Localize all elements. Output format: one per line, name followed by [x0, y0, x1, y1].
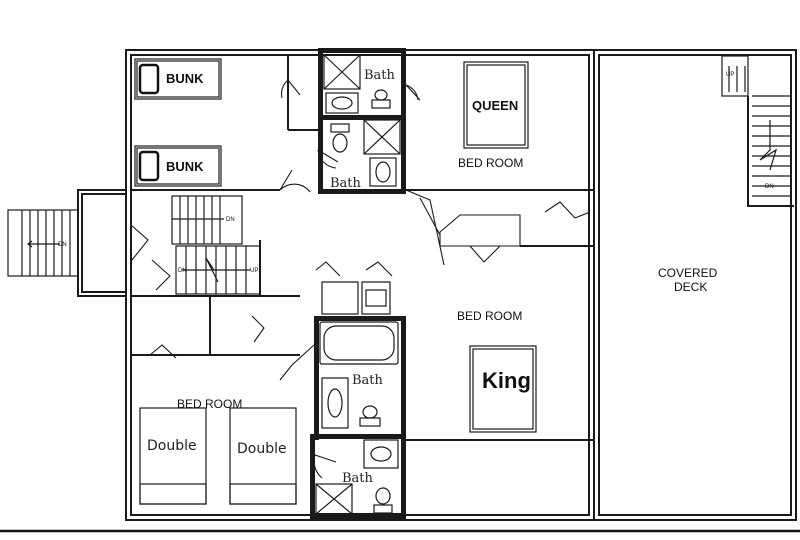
deck-stairs-dn-label: DN	[765, 184, 774, 190]
covered-deck-label-1: COVERED	[658, 266, 718, 280]
left-stairs-dn-label: DN	[58, 242, 67, 248]
queen-bedroom: QUEEN BED ROOM	[406, 61, 594, 191]
double-label-left: Double	[147, 438, 197, 454]
hall-lower-dn-label: DN	[178, 268, 187, 274]
king-label: King	[482, 368, 531, 393]
bottom-bath-block: Bath	[310, 434, 406, 520]
queen-label: QUEEN	[472, 98, 518, 113]
bunk-room	[131, 55, 318, 191]
bath-label-top-2: Bath	[330, 176, 362, 191]
bedroom-top-label: BED ROOM	[458, 156, 523, 170]
hall-lower-up-label: UP	[250, 268, 258, 274]
covered-deck-label-2: DECK	[674, 280, 707, 294]
bunk-label-bottom: BUNK	[166, 159, 204, 174]
middle-bath-block: Bath	[279, 261, 406, 440]
bath-label-top-1: Bath	[364, 68, 396, 83]
double-label-right: Double	[237, 441, 287, 457]
bath-label-middle: Bath	[352, 373, 384, 388]
bath-label-bottom: Bath	[342, 471, 374, 486]
double-bedroom: Double Double BED ROOM	[131, 296, 300, 505]
hall-doors	[279, 169, 591, 266]
bunk-bed-bottom: BUNK	[134, 145, 222, 187]
covered-deck: COVERED DECK UP DN	[658, 55, 794, 294]
bedroom-bottom-label: BED ROOM	[177, 397, 242, 411]
hall-stairs: DN DN UP	[130, 195, 300, 297]
bunk-bed-top: BUNK	[134, 58, 222, 100]
bedroom-middle-label: BED ROOM	[457, 309, 522, 323]
entry-wing	[77, 189, 126, 297]
hall-stairs-dn-label: DN	[226, 217, 235, 223]
deck-stairs-up-label: UP	[726, 72, 734, 78]
left-outside-stairs: DN	[7, 209, 79, 277]
king-bedroom: King BED ROOM	[406, 245, 594, 441]
top-bath-block: Bath Bath	[317, 48, 421, 194]
bunk-label-top: BUNK	[166, 71, 204, 86]
